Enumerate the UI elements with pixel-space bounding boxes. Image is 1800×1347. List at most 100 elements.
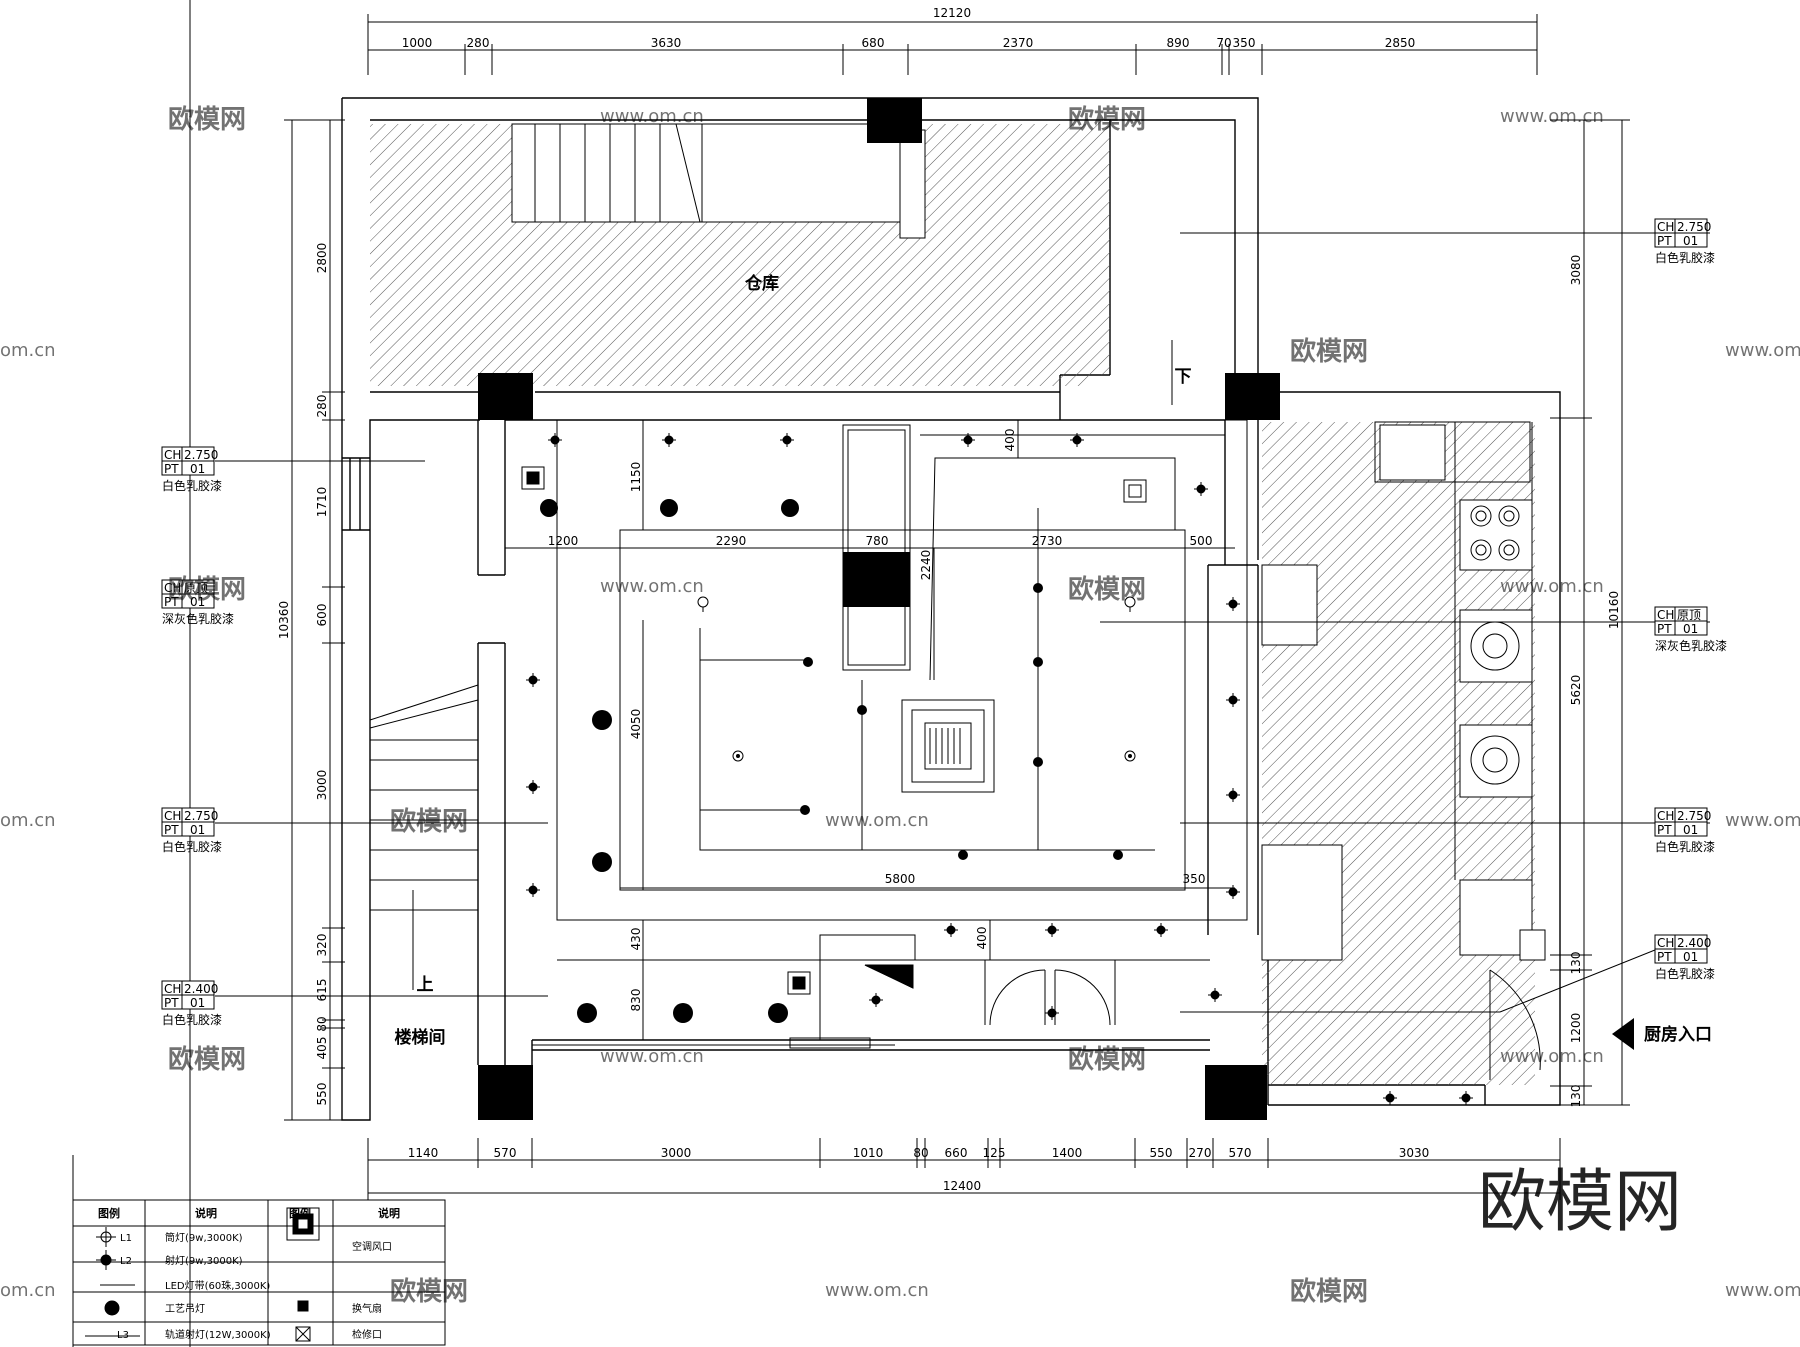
tag-material: 深灰色乳胶漆 <box>162 611 234 626</box>
interior-dim: 5800 <box>885 872 916 886</box>
legend-symbol-label: L2 <box>120 1256 132 1267</box>
svg-text:om.cn: om.cn <box>0 1280 56 1301</box>
bottom-dim: 570 <box>1229 1146 1252 1160</box>
legend-table <box>72 1155 446 1347</box>
svg-text:om.cn: om.cn <box>0 810 56 831</box>
access-panel-icon <box>864 964 914 989</box>
stair-up-label: 上 <box>417 975 434 995</box>
legend-symbol-label: L1 <box>120 1233 132 1244</box>
svg-text:www.om.cn: www.om.cn <box>600 576 704 597</box>
tag-pt: PT <box>1657 823 1672 837</box>
svg-text:欧模网: 欧模网 <box>390 1276 468 1307</box>
stairwell-steps <box>369 340 1173 990</box>
tag-pt: PT <box>164 595 179 609</box>
interior-dim: 2240 <box>919 550 933 581</box>
right-total-dim: 10160 <box>1607 591 1621 629</box>
tag-code: 01 <box>190 823 205 837</box>
bottom-dim: 550 <box>1150 1146 1173 1160</box>
interior-dim: 1200 <box>548 534 579 548</box>
interior-dim: 2290 <box>716 534 747 548</box>
svg-text:www.om.cn: www.om.cn <box>1725 1280 1800 1301</box>
brand-watermark: 欧模网 <box>1478 1163 1682 1242</box>
kitchen-appliances <box>1261 421 1546 961</box>
legend-desc: 空调风口 <box>352 1240 392 1253</box>
top-dim: 70 <box>1216 36 1231 50</box>
top-dim: 1000 <box>402 36 433 50</box>
right-dim: 1200 <box>1569 1013 1583 1044</box>
tag-ch: CH <box>164 982 181 996</box>
bottom-dimension-chain <box>367 1138 1561 1200</box>
legend-symbol-label: L3 <box>117 1330 129 1341</box>
interior-dim: 4050 <box>629 709 643 740</box>
legend-header: 图例 <box>289 1206 311 1220</box>
room-label-storage: 仓库 <box>744 273 779 294</box>
legend-desc: 检修口 <box>352 1328 382 1341</box>
right-dim: 130 <box>1569 952 1583 975</box>
left-dim: 405 <box>315 1037 329 1060</box>
left-dim: 550 <box>315 1083 329 1106</box>
left-dim: 600 <box>315 604 329 627</box>
top-dim: 3630 <box>651 36 682 50</box>
interior-dimension-lines <box>505 420 1235 1040</box>
interior-dim: 1150 <box>629 462 643 493</box>
tag-material: 白色乳胶漆 <box>162 478 222 493</box>
svg-text:www.om.cn: www.om.cn <box>600 1046 704 1067</box>
svg-text:欧模网: 欧模网 <box>168 1044 246 1075</box>
bottom-dim: 270 <box>1189 1146 1212 1160</box>
right-dim: 3080 <box>1569 255 1583 286</box>
svg-text:欧模网: 欧模网 <box>168 104 246 135</box>
ceiling-outlines <box>505 419 1248 1049</box>
svg-text:www.om.cn: www.om.cn <box>1725 810 1800 831</box>
tag-code: 01 <box>190 595 205 609</box>
legend-desc: 工艺吊灯 <box>165 1303 205 1315</box>
interior-dim: 430 <box>629 928 643 951</box>
svg-text:欧模网: 欧模网 <box>390 806 468 837</box>
left-dim: 320 <box>315 934 329 957</box>
bottom-total-dim: 12400 <box>943 1179 981 1193</box>
tag-pt: PT <box>164 996 179 1010</box>
left-dim: 615 <box>315 979 329 1002</box>
svg-text:www.om.cn: www.om.cn <box>1500 106 1604 127</box>
tag-material: 白色乳胶漆 <box>1655 966 1715 981</box>
svg-text:欧模网: 欧模网 <box>168 574 246 605</box>
top-dim: 890 <box>1167 36 1190 50</box>
tag-pt: PT <box>1657 950 1672 964</box>
tag-code: 01 <box>190 462 205 476</box>
tag-pt: PT <box>164 823 179 837</box>
svg-text:om.cn: om.cn <box>0 340 56 361</box>
downlights <box>526 433 1473 1105</box>
tag-pt: PT <box>164 462 179 476</box>
tag-height: 2.400 <box>1677 936 1711 950</box>
svg-text:欧模网: 欧模网 <box>1290 336 1368 367</box>
interior-dim: 830 <box>629 989 643 1012</box>
left-dim: 80 <box>315 1016 329 1031</box>
tag-ch: CH <box>164 581 181 595</box>
tag-height: 2.750 <box>1677 809 1711 823</box>
svg-text:www.om.cn: www.om.cn <box>1725 340 1800 361</box>
svg-text:欧模网: 欧模网 <box>1068 574 1146 605</box>
legend-header: 图例 <box>98 1206 120 1220</box>
bottom-dim: 125 <box>983 1146 1006 1160</box>
bottom-dim: 1010 <box>853 1146 884 1160</box>
bottom-dim: 3000 <box>661 1146 692 1160</box>
tag-ch: CH <box>1657 220 1674 234</box>
svg-text:www.om.cn: www.om.cn <box>600 106 704 127</box>
tag-ch: CH <box>164 448 181 462</box>
top-dim: 2370 <box>1003 36 1034 50</box>
tag-height: 原顶 <box>184 581 208 595</box>
right-dim: 5620 <box>1569 675 1583 706</box>
tag-height: 原顶 <box>1677 608 1701 622</box>
interior-dim: 500 <box>1190 534 1213 548</box>
spotlights <box>800 583 1123 860</box>
bottom-dim: 3030 <box>1399 1146 1430 1160</box>
top-dim: 2850 <box>1385 36 1416 50</box>
tag-leaders <box>215 232 1710 1013</box>
right-dim: 130 <box>1569 1085 1583 1108</box>
